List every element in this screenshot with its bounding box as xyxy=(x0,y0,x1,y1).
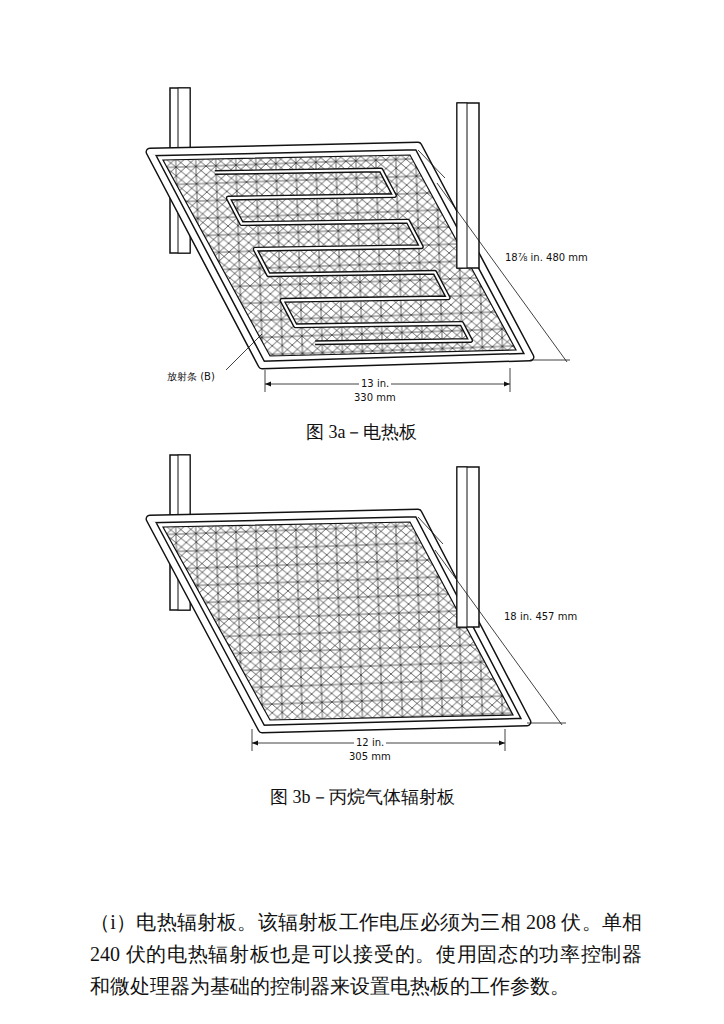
dimension-label: 305 mm xyxy=(347,751,393,763)
figure-caption: 图 3b－丙烷气体辐射板 xyxy=(270,786,455,808)
dimension-label: 18⅞ in. 480 mm xyxy=(503,252,590,264)
dimension-label: 12 in. xyxy=(354,737,386,749)
dimension-label: 13 in. xyxy=(359,378,391,390)
propane-panel xyxy=(150,455,566,751)
body-paragraph: （i）电热辐射板。该辐射板工作电压必须为三相 208 伏。单相 240 伏的电热… xyxy=(90,906,642,1002)
dimension-label: 18 in. 457 mm xyxy=(502,611,579,623)
figure-caption: 图 3a－电热板 xyxy=(306,421,418,443)
dimension-label: 330 mm xyxy=(352,392,398,404)
part-label: 放射条 (B) xyxy=(165,371,217,383)
electric-panel xyxy=(150,88,570,392)
